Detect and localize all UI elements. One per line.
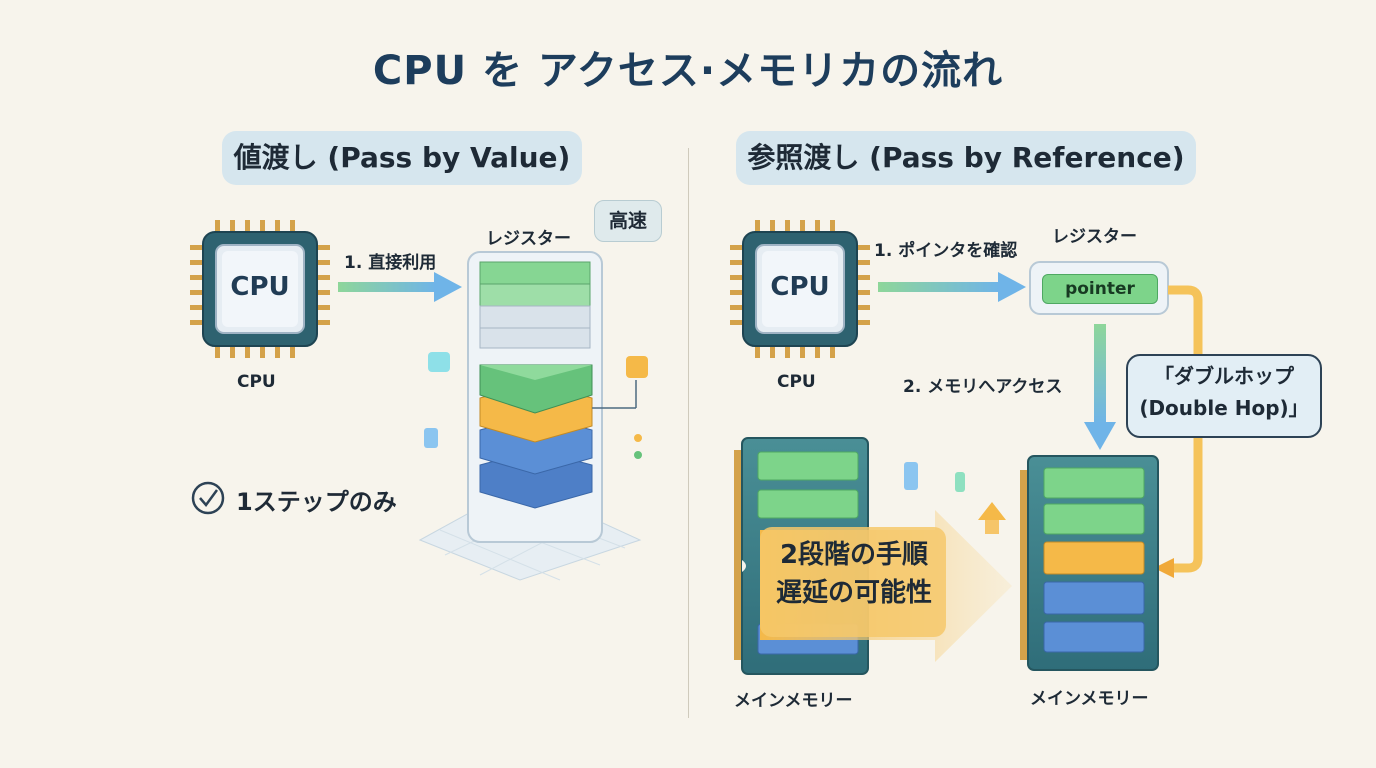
latency-warning: 2段階の手順 遅延の可能性 [764,536,944,612]
memory-module-icon [1020,455,1159,671]
register-label: レジスター [1052,227,1137,247]
step1-label: 1. ポインタを確認 [874,241,1018,261]
section-divider [688,148,689,718]
cpu-label: CPU [777,372,816,392]
speed-badge: 高速 [594,200,662,242]
cpu-chip-icon [730,220,870,358]
section-header-pass-by-value: 値渡し (Pass by Value) [222,131,582,185]
memory-label: メインメモリー [734,691,853,711]
cpu-chip-text: CPU [770,272,830,302]
arrow-right-icon [338,272,462,302]
cpu-label: CPU [237,372,276,392]
warning-line: 遅延の可能性 [775,578,932,608]
data-glyph-icon [904,462,918,490]
step1-label: 1. 直接利用 [344,253,437,273]
callout-line: 「ダブルホップ [1154,364,1294,388]
arrow-left-icon [1154,558,1174,578]
data-glyph-icon [955,472,965,492]
section-header-pass-by-reference: 参照渡し (Pass by Reference) [736,131,1196,185]
memory-label: メインメモリー [1030,689,1149,709]
check-circle-icon [191,481,225,515]
arrow-right-icon [878,272,1026,302]
page-title: CPU を アクセス·メモリカの流れ [372,48,1004,94]
single-step-note: 1ステップのみ [236,488,397,516]
double-hop-callout: 「ダブルホップ (Double Hop)」 [1126,354,1322,438]
step2-label: 2. メモリへアクセス [903,377,1063,397]
cpu-chip-text: CPU [230,272,290,302]
arrow-down-icon [1084,324,1116,450]
callout-line: (Double Hop)」 [1139,396,1309,420]
register-stack-icon [418,251,648,581]
warning-arrow-icon [760,502,1012,662]
warning-line: 2段階の手順 [779,540,929,570]
pointer-cell: pointer [1042,274,1158,304]
register-label: レジスター [486,229,571,249]
cpu-chip-icon [190,220,330,358]
